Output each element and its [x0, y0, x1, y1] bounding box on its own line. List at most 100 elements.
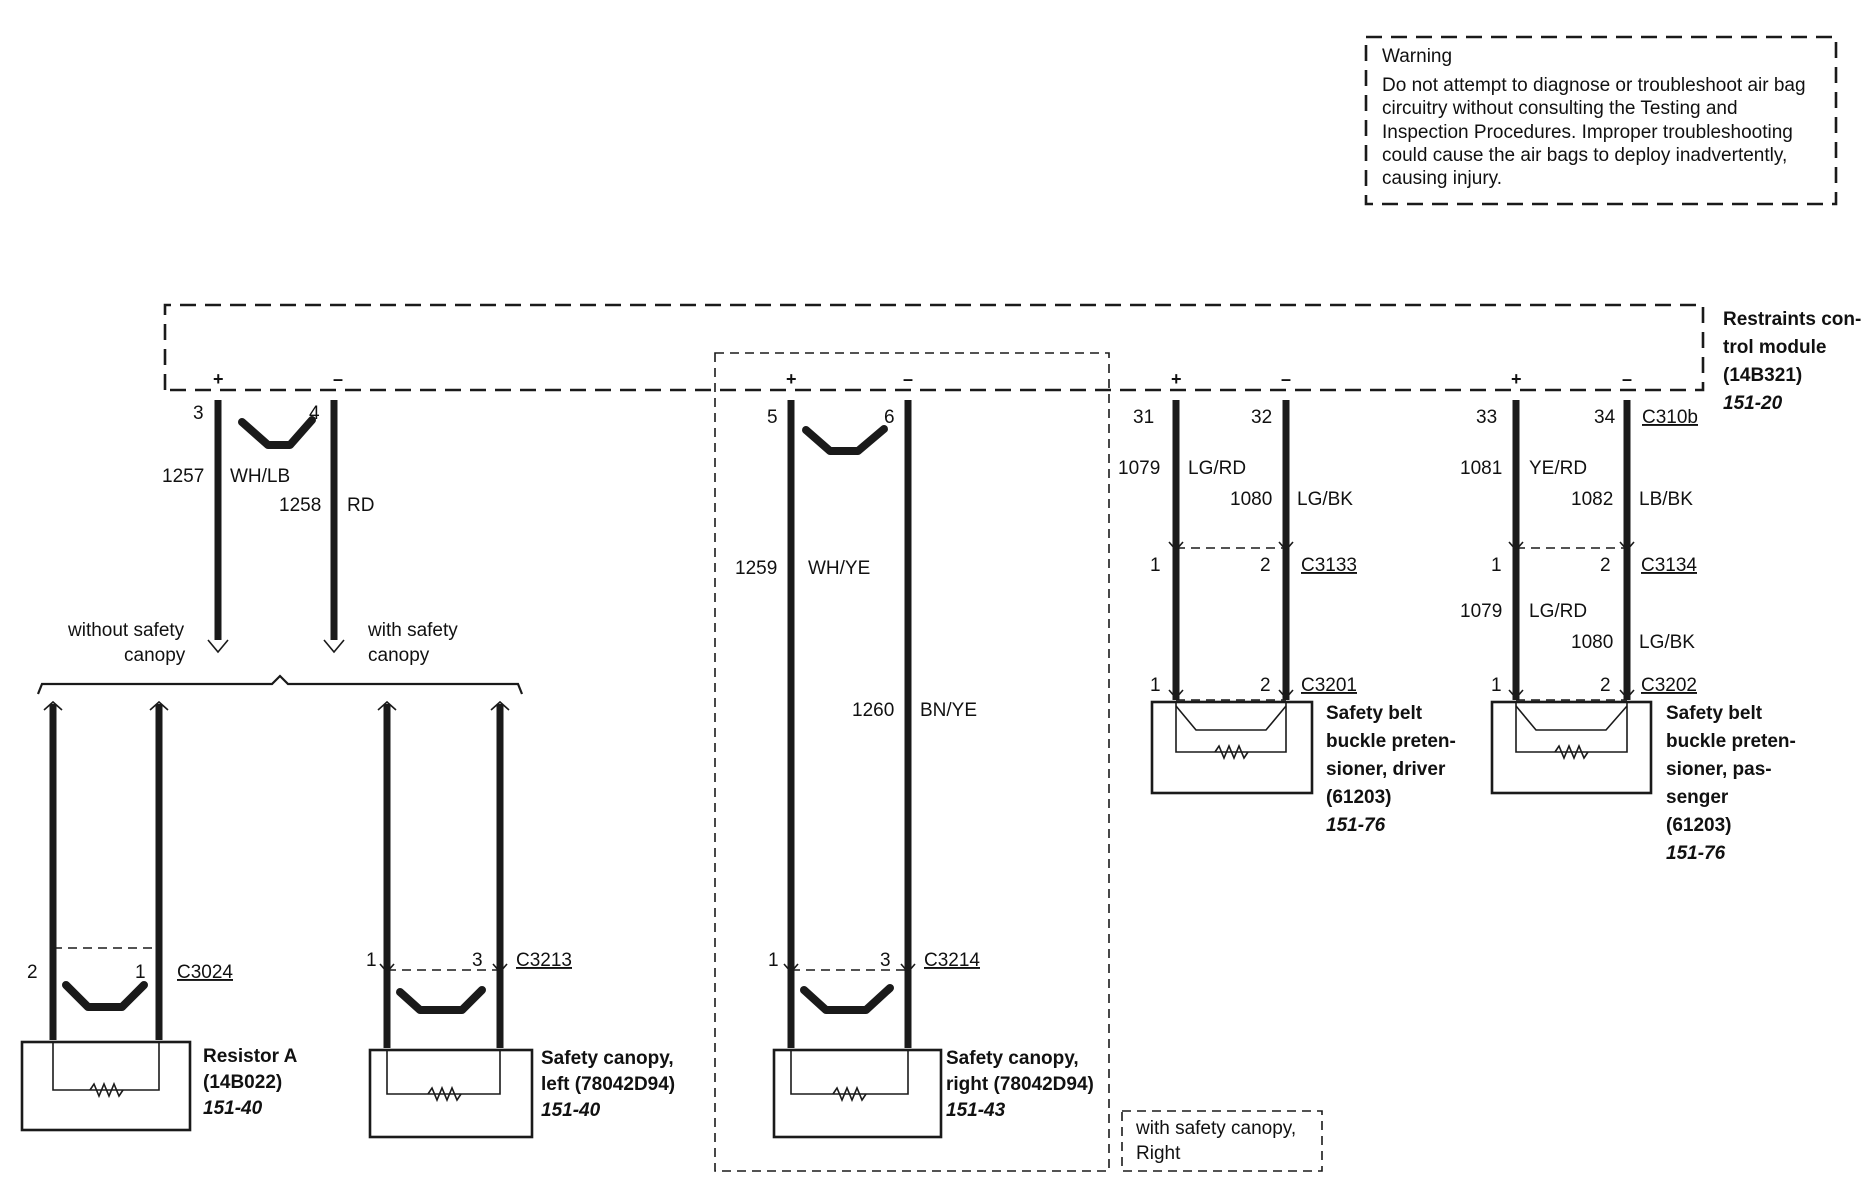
- pin-number: 3: [880, 950, 891, 971]
- warning-box: Warning Do not attempt to diagnose or tr…: [1364, 35, 1838, 206]
- device-ref: 151-40: [541, 1100, 601, 1121]
- connector-name: C3201: [1301, 675, 1357, 696]
- circuit-color: LB/BK: [1639, 489, 1693, 510]
- pretensioner-passenger-box: [1490, 700, 1653, 795]
- shorting-bar-icon: [802, 425, 888, 455]
- warning-line: causing injury.: [1382, 168, 1502, 189]
- connector-arrow-icon: [377, 700, 397, 711]
- device-label: Safety canopy,: [946, 1048, 1079, 1069]
- resistor-circuit: [386, 1050, 501, 1095]
- shorting-bar-icon: [238, 416, 316, 449]
- circuit-color: LG/RD: [1529, 601, 1587, 622]
- branch-label: canopy: [368, 645, 430, 666]
- circuit-number: 1080: [1230, 489, 1272, 510]
- circuit-number: 1258: [279, 495, 321, 516]
- connector-arrow-icon: [1619, 541, 1635, 552]
- pin-number: 31: [1133, 407, 1154, 428]
- pin-number: 33: [1476, 407, 1497, 428]
- module-label: Restraints con-: [1723, 309, 1861, 330]
- circuit-number: 1079: [1460, 601, 1502, 622]
- device-ref: 151-43: [946, 1100, 1006, 1121]
- connector-arrow-icon: [900, 963, 916, 974]
- pin-number: 2: [1260, 675, 1271, 696]
- module-label: trol module: [1723, 337, 1826, 358]
- connector-name: C3134: [1641, 555, 1697, 576]
- circuit-number: 1260: [852, 700, 894, 721]
- pin-number: 34: [1594, 407, 1616, 428]
- module-label: (14B321): [1723, 365, 1802, 386]
- resistor-icon: [427, 1085, 462, 1103]
- pin-number: 4: [309, 403, 320, 424]
- note-label: with safety canopy,: [1135, 1118, 1296, 1139]
- device-label: buckle preten-: [1326, 731, 1456, 752]
- connector-arrow-icon: [207, 639, 229, 654]
- device-ref: 151-76: [1666, 843, 1726, 864]
- minus-sign: –: [333, 369, 343, 389]
- connector-name: C3024: [177, 962, 233, 983]
- plus-sign: +: [213, 369, 224, 389]
- circuit-color: YE/RD: [1529, 458, 1587, 479]
- note-box: [1121, 1110, 1323, 1172]
- pin-number: 2: [1600, 675, 1611, 696]
- plus-sign: +: [1511, 369, 1522, 389]
- pin-number: 1: [768, 950, 779, 971]
- device-label: sioner, pas-: [1666, 759, 1772, 780]
- device-label: (14B022): [203, 1072, 282, 1093]
- circuit-number: 1080: [1571, 632, 1613, 653]
- circuit-color: LG/BK: [1297, 489, 1353, 510]
- circuit-number: 1079: [1118, 458, 1160, 479]
- pin-number: 2: [27, 962, 38, 983]
- connector-arrow-icon: [490, 700, 510, 711]
- shorting-bar-icon: [62, 981, 148, 1011]
- circuit-color: WH/YE: [808, 558, 870, 579]
- plus-sign: +: [786, 369, 797, 389]
- connector-arrow-icon: [1278, 541, 1294, 552]
- connector-arrow-icon: [1508, 689, 1524, 700]
- connector-name: C3133: [1301, 555, 1357, 576]
- pin-number: 3: [193, 403, 204, 424]
- pin-number: 6: [884, 407, 895, 428]
- group-pretensioner-passenger: + – 33 34 1081 YE/RD 1082 LB/BK 1 2 C313…: [1460, 369, 1796, 864]
- connector-arrow-icon: [1168, 689, 1184, 700]
- device-label: Resistor A: [203, 1046, 298, 1067]
- warning-line: Inspection Procedures. Improper troubles…: [1382, 122, 1793, 143]
- device-label: Safety belt: [1326, 703, 1423, 724]
- device-label: (61203): [1666, 815, 1732, 836]
- circuit-color: RD: [347, 495, 374, 516]
- connector-arrow-icon: [149, 700, 169, 711]
- pin-number: 1: [366, 950, 377, 971]
- shorting-bar-icon: [396, 986, 486, 1014]
- minus-sign: –: [1622, 369, 1632, 389]
- branch-label: with safety: [367, 620, 458, 641]
- connector-arrow-icon: [1278, 689, 1294, 700]
- device-label: sioner, driver: [1326, 759, 1446, 780]
- warning-line: circuitry without consulting the Testing…: [1382, 98, 1738, 119]
- connector-arrow-icon: [43, 700, 63, 711]
- device-label: Safety belt: [1666, 703, 1763, 724]
- restraints-control-module: Restraints con- trol module (14B321) 151…: [163, 303, 1861, 428]
- resistor-icon: [89, 1081, 124, 1099]
- pin-number: 2: [1260, 555, 1271, 576]
- minus-sign: –: [903, 369, 913, 389]
- circuit-color: WH/LB: [230, 466, 290, 487]
- pin-number: 1: [1150, 675, 1161, 696]
- module-border: [163, 303, 1705, 392]
- pin-number: 1: [1491, 555, 1502, 576]
- branch-bracket: [36, 674, 524, 695]
- pin-number: 1: [135, 962, 146, 983]
- device-label: buckle preten-: [1666, 731, 1796, 752]
- device-label: right (78042D94): [946, 1074, 1094, 1095]
- connector-arrow-icon: [1619, 689, 1635, 700]
- group-resistor-canopy-left: + – 3 4 1257 WH/LB 1258 RD without safet…: [20, 369, 675, 1139]
- circuit-color: LG/RD: [1188, 458, 1246, 479]
- circuit-number: 1257: [162, 466, 204, 487]
- canopy-right-outline: [714, 352, 1110, 1172]
- circuit-color: LG/BK: [1639, 632, 1695, 653]
- connector-arrow-icon: [783, 963, 799, 974]
- connector-arrow-icon: [323, 639, 345, 654]
- circuit-number: 1081: [1460, 458, 1502, 479]
- connector-arrow-icon: [1168, 541, 1184, 552]
- device-label: (61203): [1326, 787, 1392, 808]
- connector-arrow-icon: [492, 963, 508, 974]
- module-ref: 151-20: [1723, 393, 1783, 414]
